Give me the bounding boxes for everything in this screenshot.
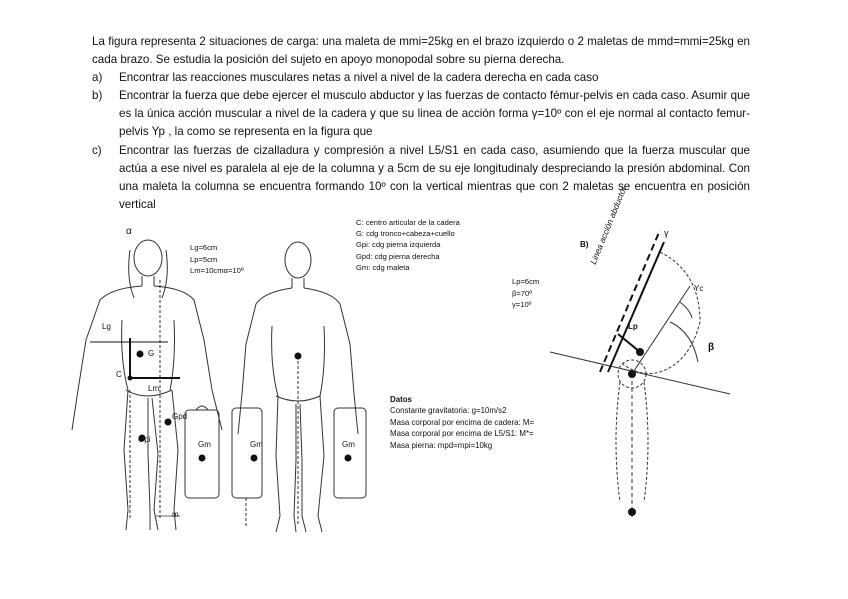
- param-lg: Lg=6cm: [190, 243, 218, 252]
- figure-b-params: Lp=6cm β=70º γ=10º: [512, 276, 539, 311]
- legend-item: G: cdg tronco+cabeza+cuello: [356, 229, 455, 239]
- item-marker: c): [92, 143, 102, 157]
- hip-joint-diagram: [549, 229, 731, 517]
- label-gpi: Gpi: [138, 435, 151, 444]
- alpha-label: α: [126, 226, 132, 237]
- item-text: Encontrar la fuerza que debe ejercer el …: [119, 89, 750, 139]
- item-text: Encontrar las fuerzas de cizalladura y c…: [119, 143, 750, 211]
- label-gm-left: Gm: [250, 440, 263, 449]
- param-lp: Lp=5cm: [190, 254, 218, 264]
- lp-label: Lp: [628, 322, 638, 331]
- legend-item: Gm: cdg maleta: [356, 262, 410, 272]
- item-b: b) Encontrar la fuerza que debe ejercer …: [92, 87, 750, 141]
- label-lm: Lm: [148, 384, 160, 393]
- beta-label: β: [708, 342, 715, 353]
- label-c: C: [116, 370, 122, 379]
- item-marker: a): [92, 71, 103, 85]
- data-line: Masa corporal por encima de cadera: M=: [390, 417, 535, 427]
- data-line: Masa pierna: mpd=mpi=10kg: [390, 440, 493, 450]
- param-gamma: γ=10º: [512, 300, 532, 309]
- label-g: G: [148, 349, 155, 358]
- item-a: a) Encontrar las reacciones musculares n…: [92, 69, 750, 87]
- yc-label: Yc: [694, 284, 704, 293]
- body-two-suitcases-drawing: [231, 241, 367, 533]
- param-lp: Lp=6cm: [512, 277, 540, 286]
- data-line: Constante gravitatoria: g=10m/s2: [390, 406, 507, 416]
- item-c: c) Encontrar las fuerzas de cizalladura …: [92, 142, 750, 214]
- label-gpd: Gpd: [172, 412, 188, 421]
- body-one-suitcase-drawing: [71, 239, 223, 531]
- gamma-label: γ: [664, 228, 669, 238]
- label-lg: Lg: [102, 322, 111, 331]
- problem-statement: La figura representa 2 situaciones de ca…: [92, 33, 750, 214]
- data-title: Datos: [390, 395, 412, 404]
- legend-item: C: centro articular de la cadera: [356, 218, 460, 227]
- label-gm: Gm: [198, 440, 211, 449]
- legend-item: Gpi: cdg pierna izquierda: [356, 240, 441, 250]
- param-lm: Lm=10cmα=10º: [190, 266, 244, 275]
- label-m: m: [172, 510, 179, 519]
- label-gm-right: Gm: [342, 440, 355, 449]
- problem-intro: La figura representa 2 situaciones de ca…: [92, 35, 750, 67]
- figure-legend: C: centro articular de la cadera G: cdg …: [356, 217, 460, 273]
- data-line: Masa corporal por encima de L5/S1: M*=: [390, 429, 534, 439]
- legend-item: Gpd: cdg pierna derecha: [356, 251, 440, 261]
- item-marker: b): [92, 89, 103, 103]
- data-block: Datos Constante gravitatoria: g=10m/s2 M…: [390, 394, 610, 451]
- param-beta: β=70º: [512, 288, 533, 298]
- figure-b-label: B): [580, 240, 589, 249]
- figure-a-params: Lg=6cm Lp=5cm Lm=10cmα=10º: [190, 242, 244, 277]
- item-text: Encontrar las reacciones musculares neta…: [119, 71, 599, 85]
